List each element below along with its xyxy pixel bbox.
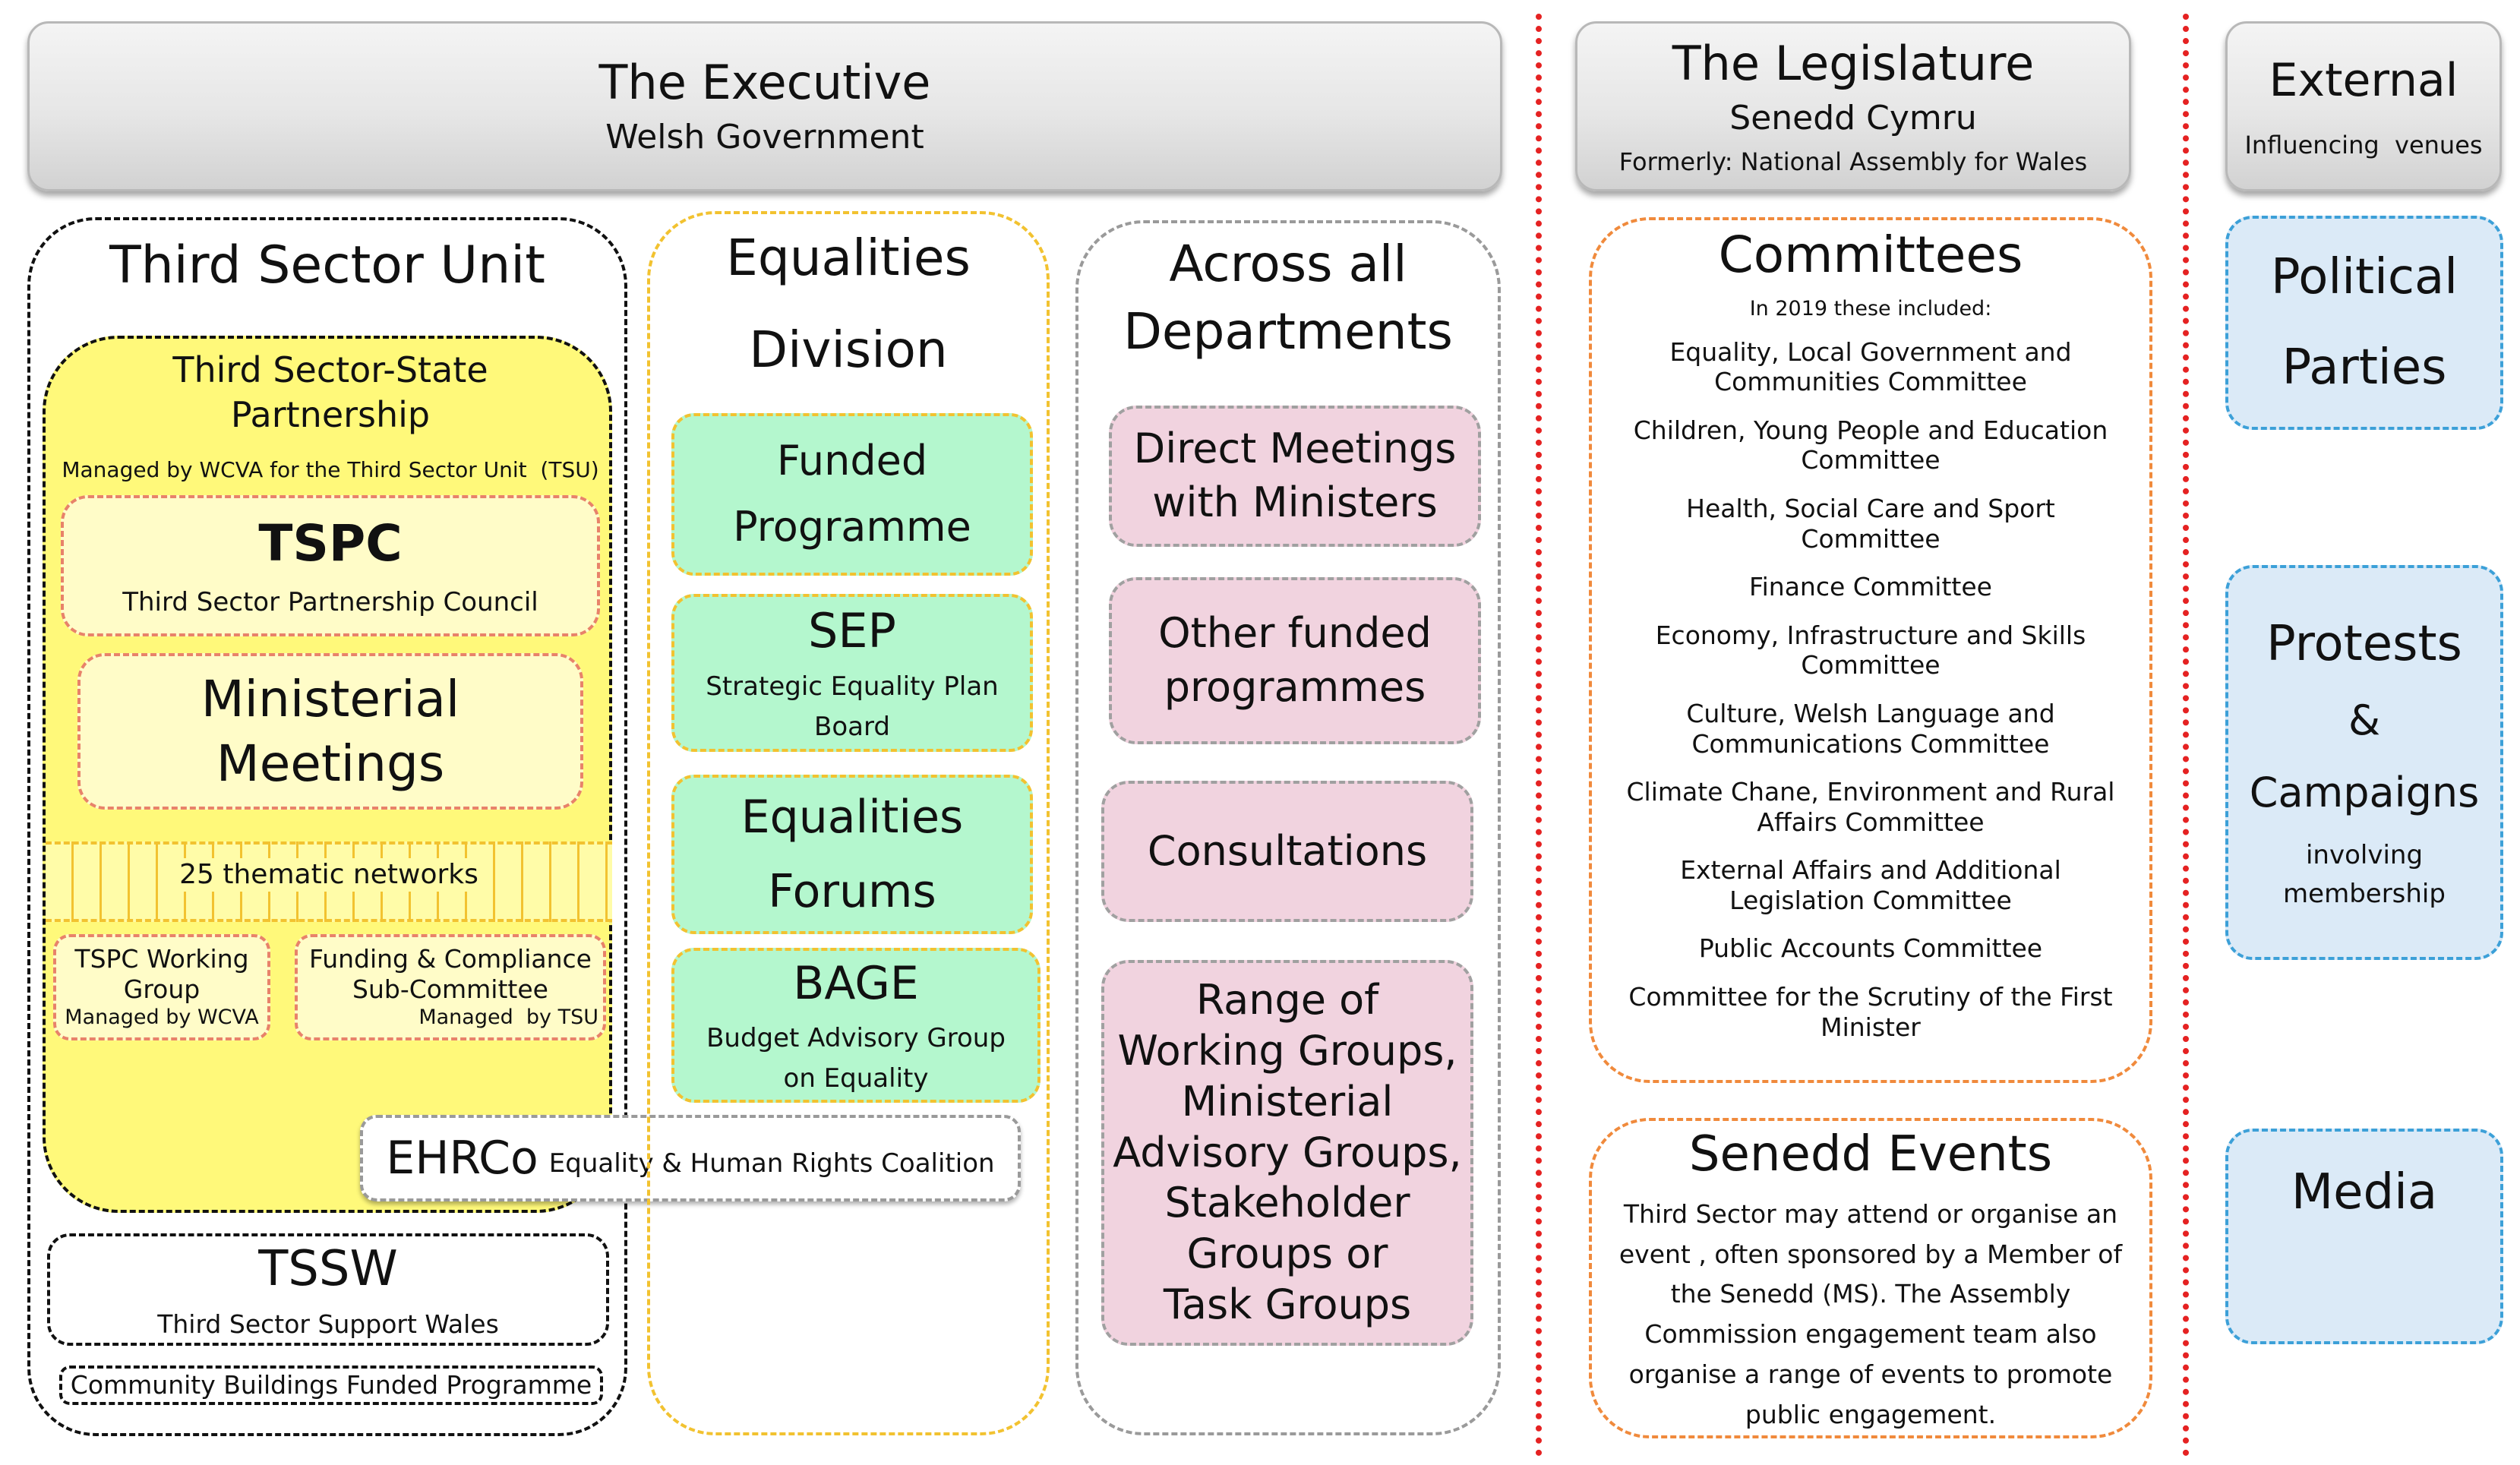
tspc-box: TSPC Third Sector Partnership Council [61,495,600,636]
legislature-header: The Legislature Senedd Cymru Formerly: N… [1575,21,2131,191]
equalities-division-panel [647,211,1050,1435]
political-parties-box: Political Parties [2225,216,2503,430]
committee-item: Climate Chane, Environment and Rural Aff… [1626,777,2115,837]
external-subtitle: Influencing venues [2244,130,2483,159]
committees-content: Committees In 2019 these included: Equal… [1592,225,2149,1042]
tssw-box: TSSW Third Sector Support Wales [47,1233,609,1346]
funding-compliance-box: Funding & Compliance Sub-Committee Manag… [295,934,606,1040]
tspc-working-group-box: TSPC Working Group Managed by WCVA [53,934,270,1040]
executive-title: The Executive [598,55,931,111]
partnership-managed: Managed by WCVA for the Third Sector Uni… [62,457,599,483]
committees-title: Committees [1718,226,2023,284]
sep-box: SEP Strategic Equality Plan Board [671,594,1033,752]
legislature-subtitle: Senedd Cymru [1729,98,1977,137]
senedd-events-content: Senedd Events Third Sector may attend or… [1618,1126,2123,1429]
tssw-subtitle: Third Sector Support Wales [157,1309,499,1339]
senedd-events-title: Senedd Events [1688,1126,2053,1182]
thematic-networks-band: 25 thematic networks [46,841,612,922]
protests-campaigns-box: Protests & Campaigns involving membershi… [2225,565,2503,960]
consultations-box: Consultations [1101,781,1473,922]
committee-item: Health, Social Care and Sport Committee [1686,493,2055,554]
committee-item: Culture, Welsh Language and Communicatio… [1686,698,2055,759]
funded-programme-box: Funded Programme [671,413,1033,576]
equalities-forums-box: Equalities Forums [671,775,1033,934]
tssw-title: TSSW [258,1240,398,1297]
working-group-managed: Managed by WCVA [65,1006,259,1030]
departments-panel [1075,220,1501,1435]
third-sector-unit-panel [27,217,627,1436]
committees-panel [1589,217,2152,1083]
departments-title: Across all Departments [1123,235,1453,362]
equalities-division-title: Equalities Division [726,229,971,380]
divider-executive-legislature [1536,14,1542,1457]
tspc-subtitle: Third Sector Partnership Council [122,587,538,618]
senedd-events-panel [1589,1118,2152,1438]
legislature-title: The Legislature [1672,36,2035,92]
media-box: Media [2225,1129,2503,1344]
tspc-title: TSPC [258,514,403,573]
sep-title: SEP [808,603,896,658]
external-title: External [2269,53,2458,107]
committee-item: Economy, Infrastructure and Skills Commi… [1655,620,2086,680]
committee-item: Public Accounts Committee [1698,933,2043,964]
ehrco-subtitle: Equality & Human Rights Coalition [548,1148,995,1179]
committee-item: Equality, Local Government and Communiti… [1669,336,2072,397]
committees-intro: In 2019 these included: [1749,297,1992,321]
executive-subtitle: Welsh Government [605,117,924,156]
ehrco-title: EHRCo [386,1132,538,1185]
community-buildings-box: Community Buildings Funded Programme [59,1366,603,1405]
bage-title: BAGE [793,957,919,1011]
committee-item: External Affairs and Additional Legislat… [1680,855,2061,915]
legislature-note: Formerly: National Assembly for Wales [1618,147,2088,177]
other-funded-box: Other funded programmes [1109,577,1481,744]
ehrco-box: EHRCo Equality & Human Rights Coalition [360,1115,1021,1201]
committee-item: Children, Young People and Education Com… [1633,415,2108,475]
thematic-networks-label: 25 thematic networks [176,858,482,892]
funding-managed: Managed by TSU [418,1006,598,1030]
third-sector-unit-title: Third Sector Unit [109,235,545,296]
ministerial-meetings-box: Ministerial Meetings [77,653,583,810]
direct-meetings-box: Direct Meetings with Ministers [1109,406,1481,547]
external-header: External Influencing venues [2225,21,2502,191]
divider-legislature-external [2183,14,2189,1457]
executive-header: The Executive Welsh Government [27,21,1502,191]
committee-item: Committee for the Scrutiny of the First … [1628,982,2113,1042]
working-groups-box: Range of Working Groups, Ministerial Adv… [1101,960,1473,1346]
partnership-title: Third Sector-State Partnership Managed b… [62,349,599,483]
committee-item: Finance Committee [1749,572,1992,602]
bage-box: BAGE Budget Advisory Group on Equality [671,948,1041,1103]
